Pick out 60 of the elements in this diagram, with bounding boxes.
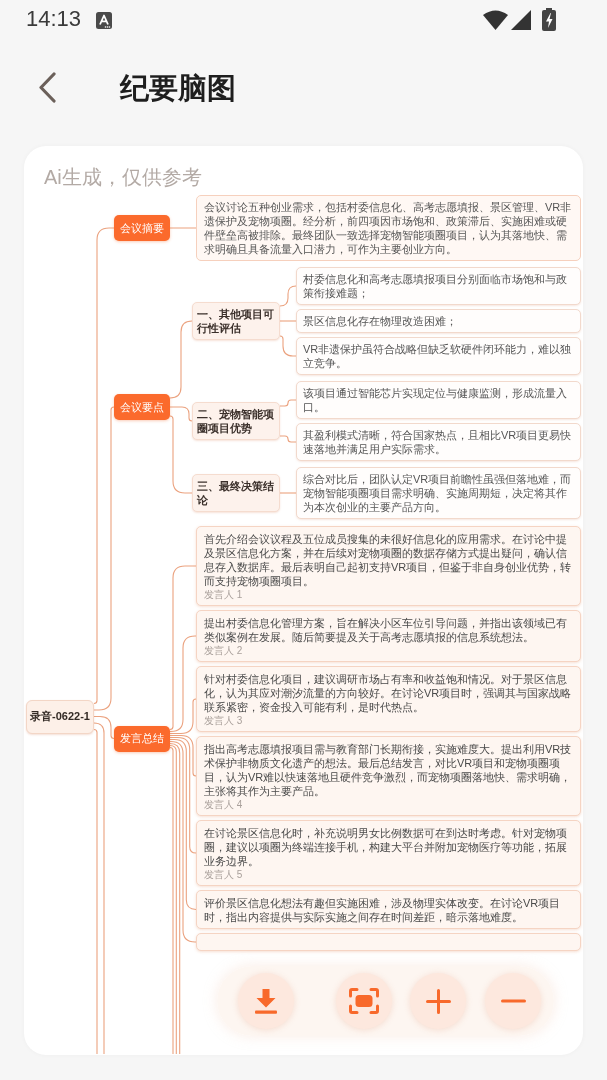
speaker-card (196, 736, 581, 816)
connector-line (279, 285, 297, 307)
connector-line (169, 565, 197, 731)
connector-line (279, 399, 297, 407)
connector-line (169, 635, 197, 733)
connector-line (169, 415, 193, 494)
leaf-node: 景区信息化存在物理改造困难； (296, 309, 581, 333)
speaker-label: 发言人 4 (204, 799, 243, 811)
speech-text: 在讨论景区信息化时，补充说明男女比例数据可在到达时考虑。针对宠物项圈，建议以项圈为终端连接手机，构建大平台并附加宠物医疗等功能，拓展业务边界。 (204, 826, 568, 868)
speaker-label: 发言人 5 (204, 869, 243, 881)
connector-line (169, 738, 197, 911)
connector-line (169, 698, 197, 735)
summary-node: 会议讨论五种创业需求，包括村委信息化、高考志愿填报、景区管理、VR非遗保护及宠物项圈。经分析，前四项因市场饱和、政策滞后、实施困难或硬件壁垒高被排除。最终团队一致选择宠物智能项圈项目，认为其落地快、需求明确且具备流量入口潜力，可作为主要创业方向。 (196, 195, 581, 261)
speaker-card (196, 666, 581, 732)
speaker-label: 发言人 1 (204, 589, 243, 601)
connector-line (93, 715, 115, 740)
speaker-card (196, 933, 581, 951)
connector-line (93, 728, 98, 1055)
topic-node: 二、宠物智能项圈项目优势 (192, 402, 280, 440)
connector-line (169, 744, 177, 1055)
connector-line (169, 742, 181, 1055)
leaf-node: VR非遗保护虽符合战略但缺乏软硬件闭环能力，难以独立竞争。 (296, 337, 581, 375)
branch-node: 会议要点 (114, 394, 170, 420)
leaf-node: 该项目通过智能芯片实现定位与健康监测，形成流量入口。 (296, 381, 581, 419)
leaf-node: 村委信息化和高考志愿填报项目分别面临市场饱和与政策衔接难题； (296, 267, 581, 305)
connector-line (169, 740, 197, 943)
speaker-label: 发言人 3 (204, 715, 243, 727)
connector-line (279, 320, 297, 322)
status-time: 14:13 (26, 5, 82, 33)
speech-text: 指出高考志愿填报项目需与教育部门长期衔接，实施难度大。提出利用VR技术保护非物质文化遗产的想法。最后总结发言，对比VR项目和宠物项圈项目，认为VR难以快速落地且硬件竞争激烈，而宠物项圈落地快、需求明确，主张将其作为主要产品。 (204, 742, 573, 798)
disclaimer-text: Ai生成，仅供参考 (44, 165, 202, 190)
topic-node: 三、最终决策结论 (192, 474, 280, 512)
leaf-node: 其盈利模式清晰，符合国家热点，且相比VR项目更易快速落地并满足用户实际需求。 (296, 423, 581, 461)
speaker-card (196, 526, 581, 606)
connector-line (169, 406, 193, 422)
speech-text: 首先介绍会议议程及五位成员搜集的未很好信息化的应用需求。在讨论中提及景区信息化方案，并在后续对宠物项圈的数据存储方式提出疑问，确认信息存入数据库。最后表明自己起初支持VR项目，但鉴于非自身创业优势，转而支持宠物项圈项目。 (204, 532, 573, 588)
connector-line (169, 746, 174, 1055)
connector-line (93, 406, 115, 711)
connector-line (169, 227, 197, 229)
connector-line (93, 722, 105, 1055)
speech-text: 评价景区信息化想法有趣但实施困难，涉及物理实体改变。在讨论VR项目时，指出内容提供与实际实施之间存在时间差距，暗示落地难度。 (204, 896, 562, 924)
branch-node: 发言总结 (114, 725, 170, 752)
speech-text: 针对村委信息化项目，建议调研市场占有率和收益饱和情况。对于景区信息化，认为其应对潮汐流量的方向较好。在讨论VR项目时，强调其与国家战略联系紧密，资金投入可能有利，是时代热点。 (204, 672, 573, 714)
connector-line (93, 227, 115, 705)
connector-line (169, 320, 193, 399)
topic-node: 一、其他项目可行性评估 (192, 302, 280, 340)
branch-node: 会议摘要 (114, 215, 170, 241)
speaker-card (196, 890, 581, 929)
connector-line (169, 734, 197, 777)
speaker-label: 发言人 2 (204, 645, 243, 657)
connector-line (279, 435, 297, 443)
connector-line (279, 335, 297, 357)
root-node: 录音-0622-1 (26, 699, 94, 734)
speaker-card (196, 610, 581, 662)
speech-text: 提出村委信息化管理方案，旨在解决小区车位引导问题，并指出该领域已有类似案例在发展。随后简要提及关于高考志愿填报的信息系统想法。 (204, 616, 568, 644)
speaker-card (196, 820, 581, 886)
page-title: 纪要脑图 (120, 71, 236, 107)
connector-line (169, 736, 197, 854)
connector-line (279, 492, 297, 494)
leaf-node: 综合对比后，团队认定VR项目前瞻性虽强但落地难，而宠物智能项圈项目需求明确、实施周期短，决定将其作为本次创业的主要产品方向。 (296, 467, 581, 519)
